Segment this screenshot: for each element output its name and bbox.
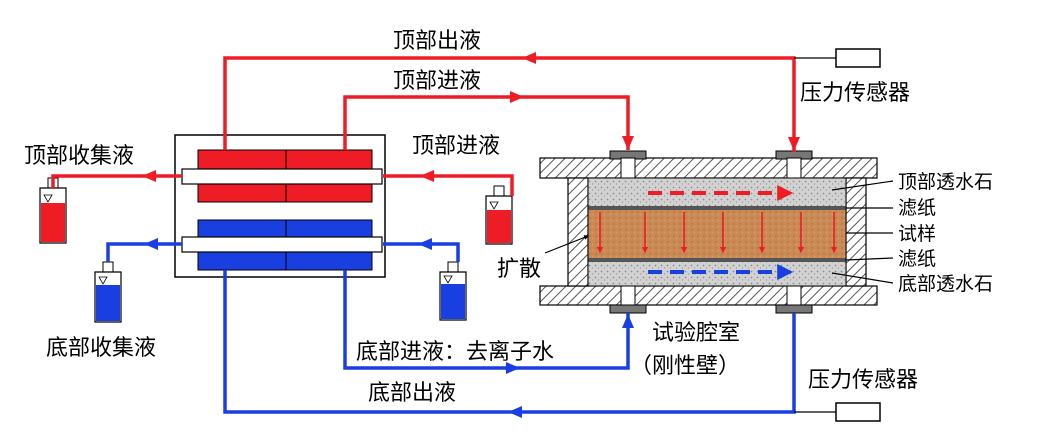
label-pressure-sensor-top: 压力传感器	[800, 81, 910, 106]
label-pressure-sensor-bottom: 压力传感器	[808, 368, 918, 393]
label-top-inflow-right: 顶部进液	[412, 134, 500, 159]
label-filter-paper-top: 滤纸	[898, 197, 936, 219]
label-top-outflow: 顶部出液	[393, 29, 481, 54]
filter-paper-bottom	[588, 258, 846, 262]
pressure-sensor-top-icon	[794, 48, 881, 68]
label-rigid-wall: （刚性壁）	[630, 354, 740, 379]
label-bottom-outflow: 底部出液	[368, 381, 456, 406]
pump-top-block	[197, 149, 373, 203]
pump-bottom-tube	[181, 236, 383, 253]
test-chamber	[539, 150, 878, 314]
red-arrows	[142, 52, 800, 182]
blue-arrows	[144, 238, 634, 418]
top-source-bottle-icon	[485, 185, 513, 245]
bottom-collect-bottle-icon	[94, 261, 122, 323]
label-bottom-porous-stone: 底部透水石	[898, 273, 993, 295]
bottom-source-bottle-icon	[439, 261, 467, 321]
label-diffusion: 扩散	[497, 257, 541, 282]
label-top-inflow-upper: 顶部进液	[393, 69, 481, 94]
layer-leader-lines	[544, 180, 894, 284]
label-bottom-collect: 底部收集液	[46, 336, 156, 361]
filter-paper-top	[588, 206, 846, 210]
label-specimen: 试样	[898, 223, 936, 245]
pump-top-tube	[181, 168, 383, 185]
pump-bottom-block	[197, 219, 373, 271]
label-top-collect: 顶部收集液	[24, 144, 134, 169]
label-filter-paper-bottom: 滤纸	[898, 248, 936, 270]
label-test-chamber: 试验腔室	[652, 321, 740, 346]
pressure-sensor-bottom-icon	[794, 402, 881, 422]
label-bottom-inflow-deionized: 底部进液：去离子水	[356, 340, 554, 365]
diffusion-arrows	[596, 212, 838, 254]
label-top-porous-stone: 顶部透水石	[898, 171, 993, 193]
soil-specimen	[588, 210, 846, 258]
